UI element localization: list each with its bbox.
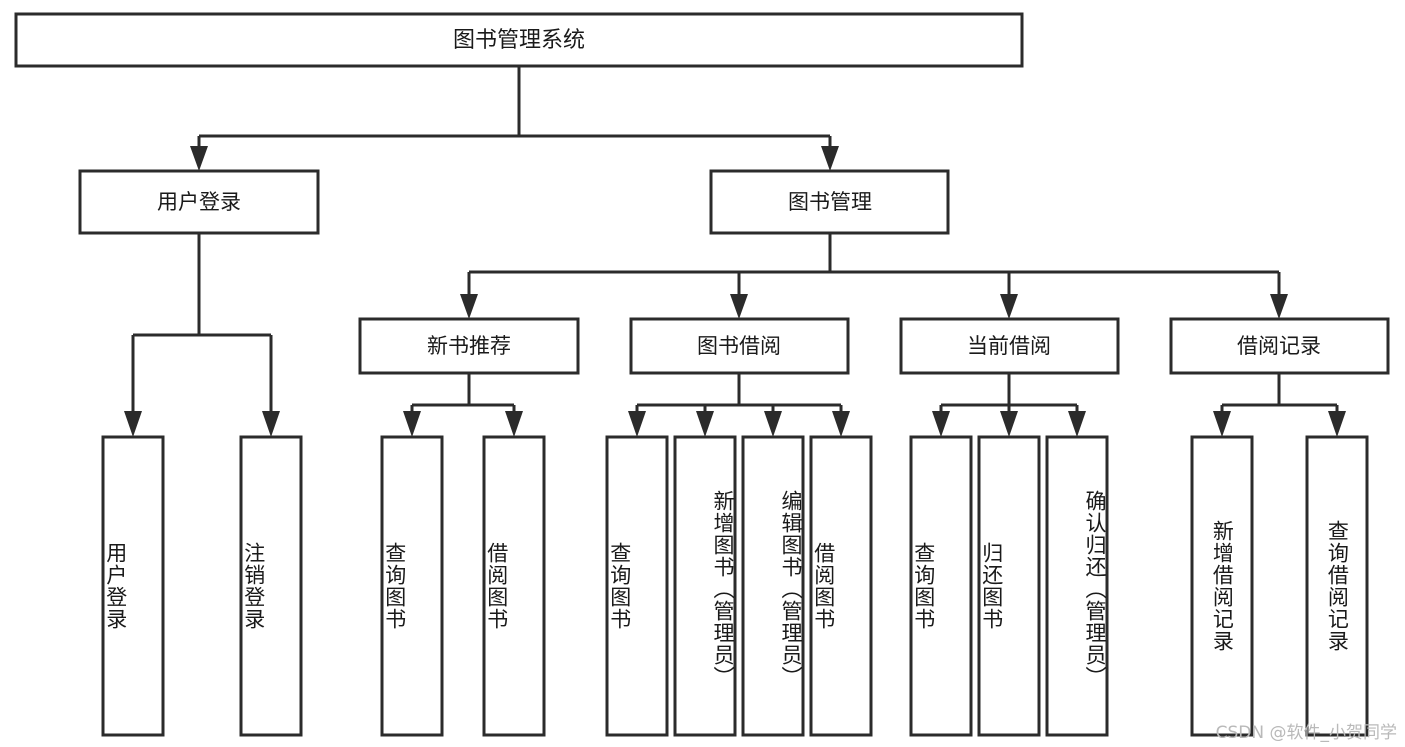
node-new-book-recommend[interactable]: 新书推荐 [358, 317, 580, 375]
arrow-head-record-leaf-0 [1213, 411, 1231, 437]
leaf-box-recommend-1[interactable] [482, 435, 546, 737]
node-user-login-label: 用户登录 [157, 190, 241, 214]
leaf-box-borrow-1[interactable] [673, 435, 737, 737]
node-current-borrow-label: 当前借阅 [967, 334, 1051, 358]
arrow-head-user-login [190, 146, 208, 171]
connector-layer [124, 66, 1346, 437]
arrow-head-user-login-leaf-1 [262, 411, 280, 437]
leaf-box-current-2[interactable] [1045, 435, 1109, 737]
leaf-box-current-1[interactable] [977, 435, 1041, 737]
leaf-box-borrow-3[interactable] [809, 435, 873, 737]
arrow-head-record-leaf-1 [1328, 411, 1346, 437]
node-root[interactable]: 图书管理系统 [14, 12, 1024, 68]
leaf-box-current-0[interactable] [909, 435, 973, 737]
node-book-manage[interactable]: 图书管理 [709, 169, 950, 235]
leaf-box-record-1[interactable] [1305, 435, 1369, 737]
leaf-box-borrow-2[interactable] [741, 435, 805, 737]
node-current-borrow[interactable]: 当前借阅 [899, 317, 1120, 375]
leaf-box-user-login-0[interactable] [101, 435, 165, 737]
arrow-head-borrow-leaf-1 [696, 411, 714, 437]
arrow-head-borrow-leaf-0 [628, 411, 646, 437]
arrow-head-user-login-leaf-0 [124, 411, 142, 437]
node-user-login[interactable]: 用户登录 [78, 169, 320, 235]
leaf-box-user-login-1[interactable] [239, 435, 303, 737]
node-user-login-box[interactable] [78, 169, 320, 235]
arrow-head-borrow-leaf-3 [832, 411, 850, 437]
node-root-box[interactable] [14, 12, 1024, 68]
node-book-manage-box[interactable] [709, 169, 950, 235]
arrow-head-l2-0 [460, 294, 478, 319]
arrow-head-current-leaf-1 [1000, 411, 1018, 437]
node-new-book-recommend-box[interactable] [358, 317, 580, 375]
node-borrow-record-box[interactable] [1169, 317, 1390, 375]
node-book-manage-label: 图书管理 [788, 190, 872, 214]
node-new-book-recommend-label: 新书推荐 [427, 334, 511, 358]
leaf-box-borrow-0[interactable] [605, 435, 669, 737]
node-borrow-record-label: 借阅记录 [1237, 334, 1321, 358]
leaf-box-record-0[interactable] [1190, 435, 1254, 737]
arrow-head-current-leaf-2 [1068, 411, 1086, 437]
arrow-head-l2-1 [730, 294, 748, 319]
node-root-label: 图书管理系统 [453, 28, 585, 53]
node-book-borrow-box[interactable] [629, 317, 850, 375]
arrow-head-recommend-leaf-1 [505, 411, 523, 437]
arrow-head-recommend-leaf-0 [403, 411, 421, 437]
node-borrow-record[interactable]: 借阅记录 [1169, 317, 1390, 375]
node-current-borrow-box[interactable] [899, 317, 1120, 375]
arrow-head-borrow-leaf-2 [764, 411, 782, 437]
node-book-borrow[interactable]: 图书借阅 [629, 317, 850, 375]
arrow-head-l2-2 [1000, 294, 1018, 319]
arrow-head-current-leaf-0 [932, 411, 950, 437]
leaf-box-recommend-0[interactable] [380, 435, 444, 737]
node-book-borrow-label: 图书借阅 [697, 334, 781, 358]
arrow-head-book-manage [821, 146, 839, 171]
leaf-box-layer [101, 435, 1369, 737]
arrow-head-l2-3 [1270, 294, 1288, 319]
